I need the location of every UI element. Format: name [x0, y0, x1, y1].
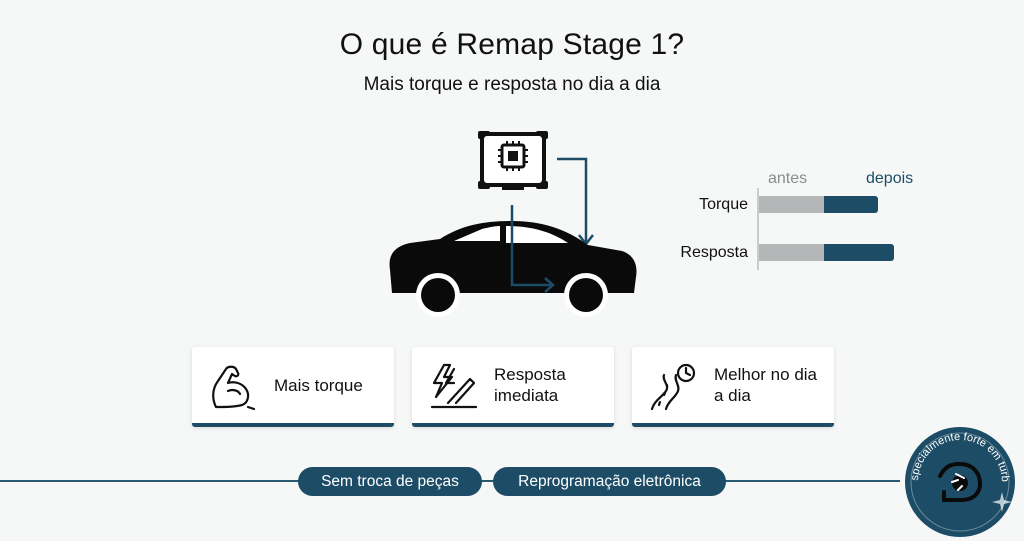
arrow-right-icon [510, 205, 555, 293]
road-clock-icon [650, 363, 696, 411]
bar-antes-torque [759, 196, 824, 213]
benefit-label-torque: Mais torque [274, 375, 363, 395]
turbo-icon [938, 462, 983, 502]
page-subtitle: Mais torque e resposta no dia a dia [363, 74, 661, 95]
benefit-card-dia-a-dia: Melhor no dia a dia [632, 347, 834, 427]
category-label-resposta: Resposta [680, 244, 748, 261]
lightning-pedal-icon [430, 363, 478, 409]
bar-antes-resposta [759, 244, 824, 261]
benefit-label-resposta: Resposta imediata [494, 365, 566, 405]
tag-sem-troca: Sem troca de peças [298, 467, 482, 496]
legend-antes: antes [768, 170, 808, 187]
turbo-badge: Especialmente forte em turbo [898, 420, 1015, 537]
flexed-arm-icon [212, 365, 256, 411]
bar-depois-resposta [824, 244, 894, 261]
benefit-card-resposta: Resposta imediata [412, 347, 614, 427]
chart-axis-line [757, 188, 759, 270]
page-title: O que é Remap Stage 1? [339, 28, 685, 61]
car-ecu-illustration [389, 131, 637, 317]
benefit-card-torque: Mais torque [192, 347, 394, 427]
category-label-torque: Torque [699, 196, 748, 213]
legend-depois: depois [866, 170, 914, 187]
bar-depois-torque [824, 196, 878, 213]
benefit-label-dia-a-dia: Melhor no dia a dia [714, 365, 818, 405]
ecu-chip-icon [478, 131, 548, 190]
tag-reprogramacao: Reprogramação eletrônica [493, 467, 726, 496]
